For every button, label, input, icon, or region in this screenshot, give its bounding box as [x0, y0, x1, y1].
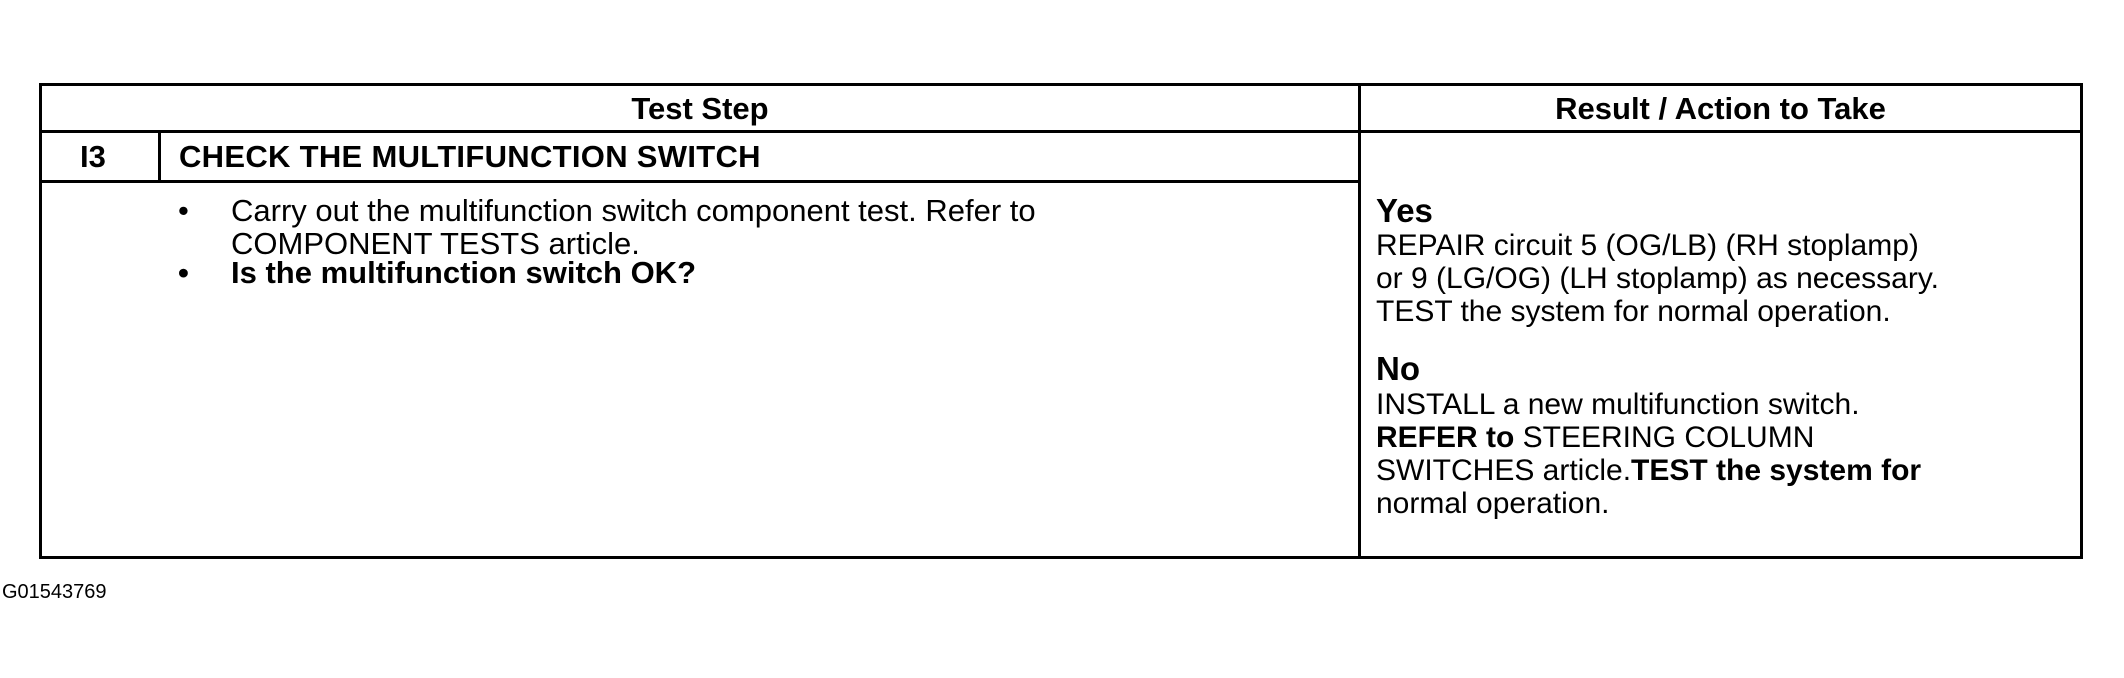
result-yes-line: REPAIR circuit 5 (OG/LB) (RH stoplamp) — [1376, 229, 1919, 262]
bullet-text: Carry out the multifunction switch compo… — [231, 194, 1036, 260]
bullet-dot: • — [178, 193, 189, 228]
bullet-text-line: Carry out the multifunction switch compo… — [231, 193, 1036, 228]
result-no-refer-bold: REFER to — [1376, 421, 1515, 454]
result-no-refer-rest: STEERING COLUMN — [1514, 421, 1815, 454]
result-yes-line: or 9 (LG/OG) (LH stoplamp) as necessary. — [1376, 262, 1939, 295]
result-yes-body: REPAIR circuit 5 (OG/LB) (RH stoplamp) o… — [1376, 229, 1939, 328]
bullet-text: Is the multifunction switch OK? — [231, 255, 696, 290]
header-result-action: Result / Action to Take — [1555, 91, 1886, 126]
result-no-test-bold: TEST the system for — [1631, 454, 1922, 487]
result-no-line: normal operation. — [1376, 487, 1610, 520]
result-no-heading: No — [1376, 350, 1420, 387]
bullet-item: • Carry out the multifunction switch com… — [178, 194, 1278, 264]
result-no-body: INSTALL a new multifunction switch. REFE… — [1376, 388, 1921, 520]
column-divider — [1358, 86, 1361, 556]
result-yes-heading: Yes — [1376, 192, 1433, 229]
bullet-item-question: • Is the multifunction switch OK? — [178, 256, 1278, 291]
step-title-divider — [42, 180, 1358, 183]
header-divider — [42, 130, 2080, 133]
step-id-divider — [158, 130, 161, 182]
result-no-article: SWITCHES article. — [1376, 454, 1632, 487]
step-id: I3 — [80, 139, 106, 174]
step-title: CHECK THE MULTIFUNCTION SWITCH — [179, 139, 761, 174]
figure-id: G01543769 — [2, 581, 107, 603]
result-no-line: INSTALL a new multifunction switch. — [1376, 388, 1860, 421]
diagnostic-table: Test Step Result / Action to Take I3 CHE… — [39, 83, 2083, 559]
result-yes-line: TEST the system for normal operation. — [1376, 295, 1891, 328]
bullet-dot: • — [178, 255, 189, 290]
header-test-step: Test Step — [631, 91, 769, 126]
bullet-text-line: COMPONENT TESTS article. — [231, 226, 640, 261]
